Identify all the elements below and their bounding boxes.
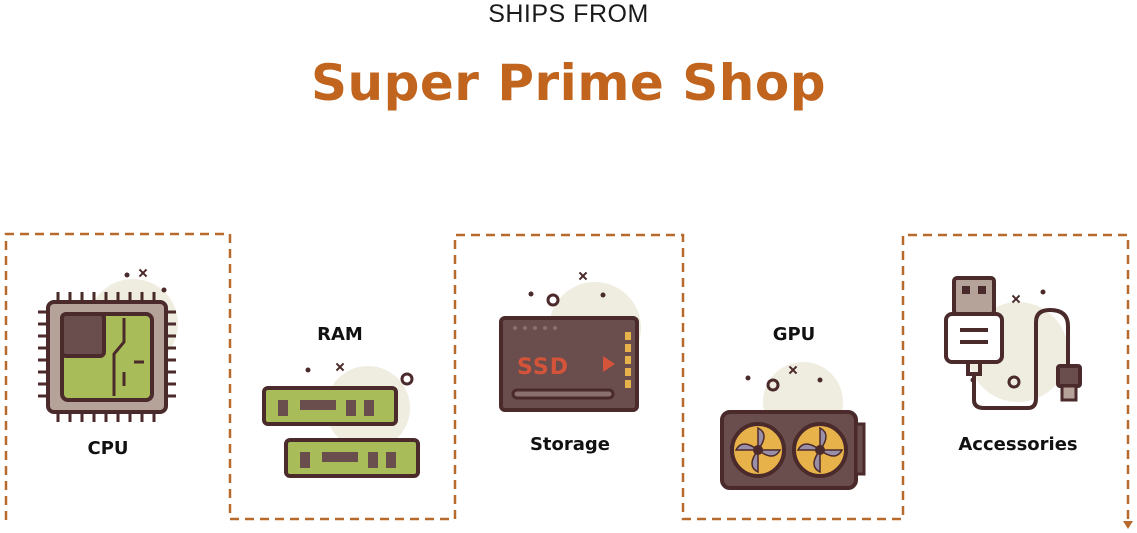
dashed-connector [4,232,1130,522]
category-label-cpu: CPU [87,438,129,459]
svg-text:SSD: SSD [517,355,569,380]
ships-from-label: SHIPS FROM [488,0,649,28]
arrow-head-icon [1123,521,1133,529]
usb-cable-icon [944,276,1082,410]
category-label-gpu: GPU [772,324,816,345]
category-label-ram: RAM [317,324,363,345]
ssd-drive-icon: SSD [499,271,641,412]
ram-modules-icon [262,362,420,478]
category-label-storage: Storage [529,434,611,455]
cpu-chip-icon [38,268,178,422]
graphics-card-icon [720,362,866,490]
shop-name-title: Super Prime Shop [311,54,826,112]
category-label-accessories: Accessories [958,434,1078,455]
